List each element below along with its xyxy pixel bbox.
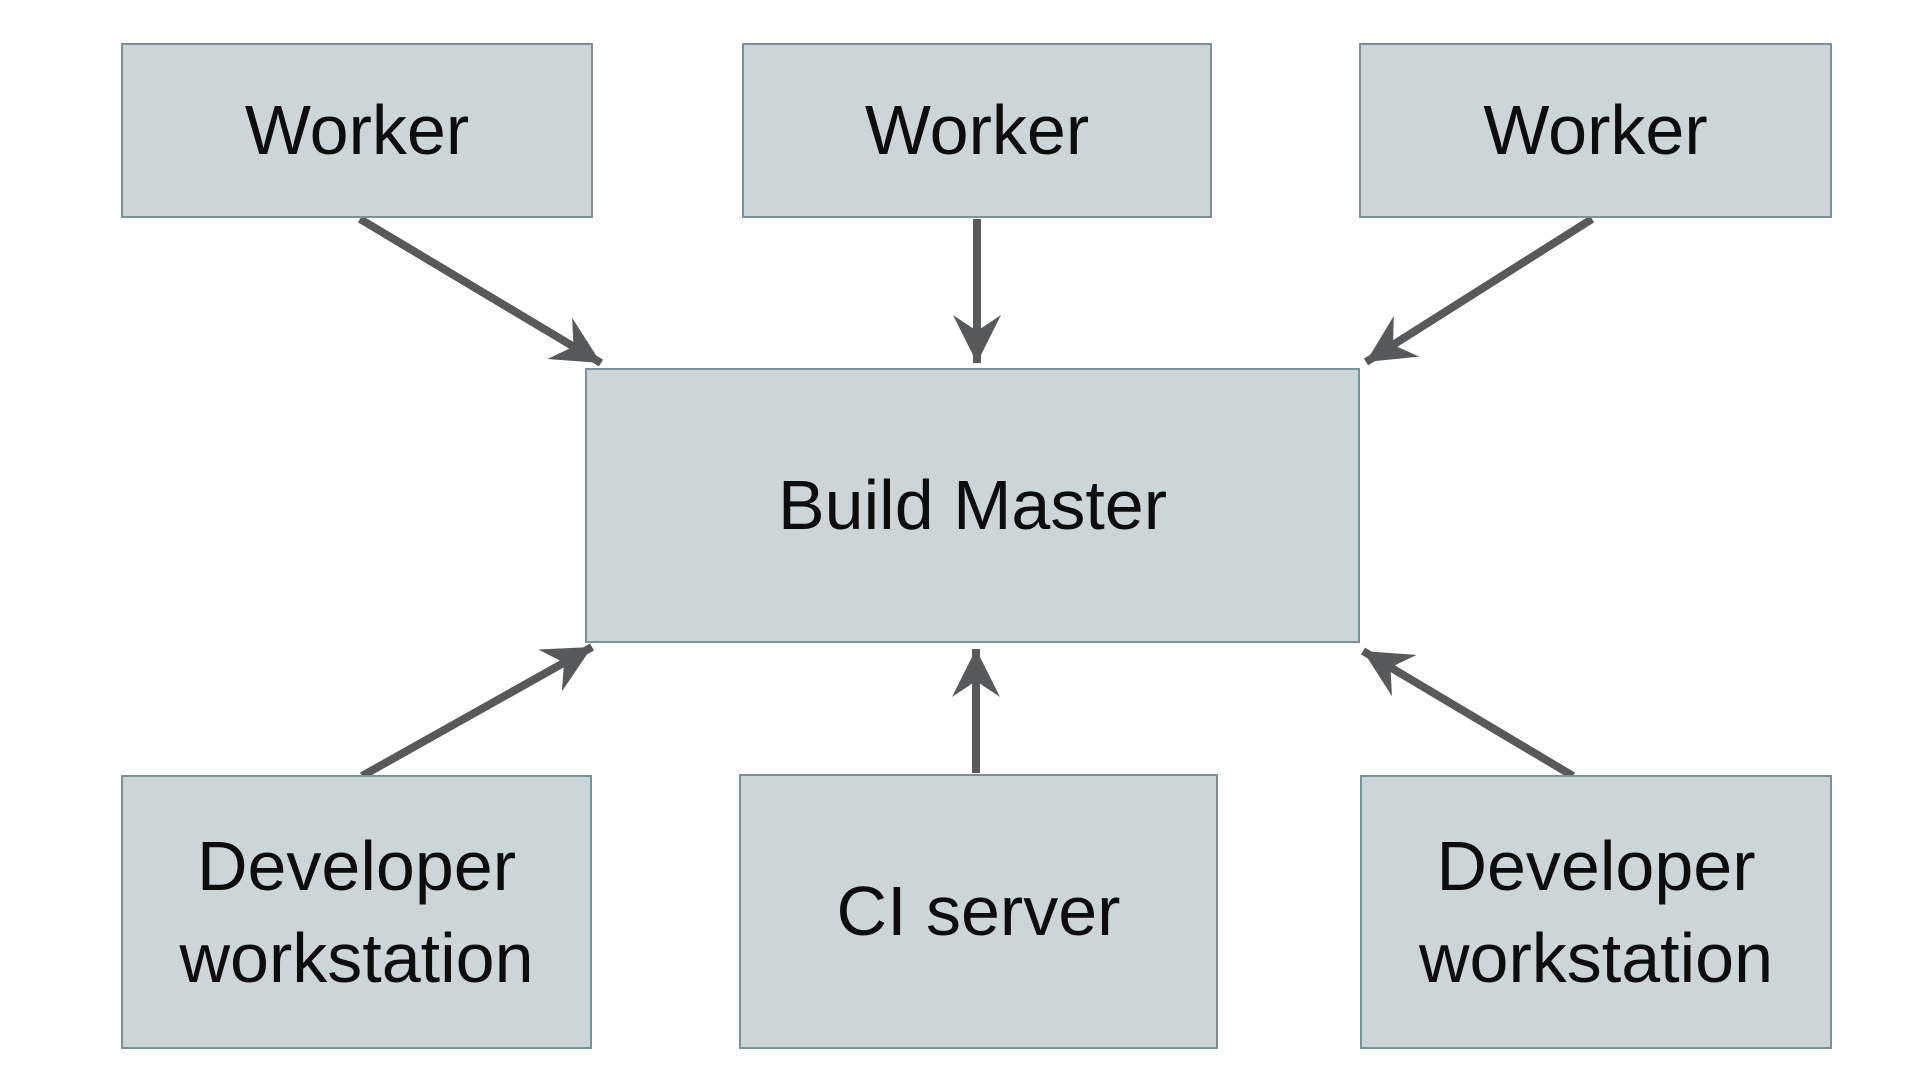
build-master-box: Build Master: [585, 368, 1360, 643]
arrow-developer-workstation-left-to-build-master: [360, 643, 594, 780]
developer-workstation-right-label: Developer workstation: [1418, 826, 1774, 997]
arrow-developer-workstation-right-to-build-master: [1360, 647, 1576, 780]
worker-box-middle: Worker: [742, 43, 1212, 218]
build-master-label: Build Master: [777, 466, 1168, 545]
arrow-worker-left-to-build-master: [357, 215, 604, 367]
worker-box-left-label: Worker: [244, 91, 470, 170]
ci-server-label: CI server: [836, 872, 1121, 951]
arrow-worker-right-to-build-master: [1363, 215, 1595, 366]
worker-box-middle-label: Worker: [864, 91, 1090, 170]
developer-workstation-box-right: Developer workstation: [1360, 775, 1832, 1049]
ci-server-box: CI server: [739, 774, 1218, 1049]
developer-workstation-left-label: Developer workstation: [179, 826, 534, 997]
worker-box-right: Worker: [1359, 43, 1832, 218]
worker-box-right-label: Worker: [1483, 91, 1708, 170]
worker-box-left: Worker: [121, 43, 593, 218]
developer-workstation-box-left: Developer workstation: [121, 775, 592, 1049]
